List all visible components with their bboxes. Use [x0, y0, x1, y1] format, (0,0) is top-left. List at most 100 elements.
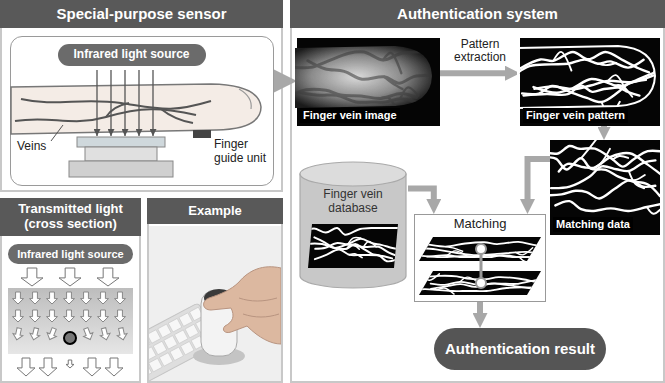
key: [158, 324, 172, 338]
flow-arrow: [274, 75, 285, 87]
light-arrow: [30, 310, 41, 322]
key: [132, 352, 146, 366]
finger-guide: [193, 130, 211, 138]
key: [170, 347, 184, 361]
finger-glow: [295, 46, 432, 108]
vein-line: [559, 153, 662, 175]
database-label: Finger vein database: [302, 188, 404, 216]
key: [126, 341, 140, 355]
vein-line: [613, 156, 628, 159]
light-arrow: [105, 358, 123, 376]
light-arrow: [64, 310, 75, 322]
panel: Transmitted light (cross section) Infrare…: [0, 198, 141, 383]
key: [159, 353, 173, 367]
vein-line: [595, 149, 610, 168]
vein-line: [551, 160, 655, 188]
light-arrow: [116, 327, 128, 341]
vein-shadow: [384, 77, 402, 89]
vein-line: [448, 251, 465, 255]
image-box: Finger vein image: [297, 38, 440, 126]
light-arrow: [81, 327, 95, 342]
vein-line: [608, 75, 626, 91]
panel-heading: Special-purpose sensor: [0, 0, 283, 28]
image-label: Matching data: [553, 217, 633, 232]
light-arrow: [47, 310, 58, 322]
vein-line: [303, 228, 402, 235]
light-arrow: [81, 292, 92, 304]
key: [149, 358, 163, 372]
key: [179, 313, 193, 327]
panel-outline: [291, 1, 664, 382]
database-cylinder: Finger vein database: [298, 160, 408, 290]
light-source-pill: Infrared light source: [8, 244, 133, 264]
vein-line: [315, 250, 392, 260]
finger: [11, 84, 261, 134]
light-ray: [138, 70, 139, 136]
matching-label: Matching: [415, 215, 545, 232]
vein-shadows: [292, 52, 431, 113]
panel-heading: Authentication system: [290, 0, 665, 28]
vein-line: [553, 52, 571, 71]
vein-shadow: [308, 61, 428, 83]
key: [137, 335, 151, 349]
light-arrow: [17, 358, 35, 376]
panel-outline: [148, 199, 282, 382]
vein-line: [519, 256, 536, 262]
light-arrow: [13, 292, 24, 304]
illustration: [298, 160, 408, 290]
result-pill: Authentication result: [434, 328, 606, 370]
vein-line: [546, 180, 655, 198]
part-label: Finger guide unit: [214, 138, 270, 166]
light-arrow: [99, 327, 112, 341]
panel: Example: [147, 198, 283, 383]
cylinder-body: [300, 174, 406, 288]
key: [185, 324, 199, 338]
match-point: [476, 244, 486, 254]
vein-line: [555, 201, 663, 211]
key: [168, 318, 182, 332]
pill-label: Infrared light source: [17, 248, 123, 260]
light-arrow: [30, 292, 41, 304]
light-arrow: [21, 268, 43, 286]
key: [164, 336, 178, 350]
key: [128, 370, 142, 383]
light-arrow: [59, 268, 81, 286]
finger-outline: [518, 46, 655, 108]
edge-label: Pattern extraction: [442, 38, 518, 66]
vein-line: [516, 248, 533, 255]
sensor-base: [69, 161, 173, 177]
key: [143, 347, 157, 361]
key: [181, 341, 195, 355]
vein-shadow: [293, 52, 431, 68]
light-arrow: [115, 292, 126, 304]
flow-arrow: [601, 126, 607, 134]
light-ray: [110, 70, 111, 136]
light-ray: [124, 70, 125, 136]
vein-line: [522, 80, 646, 102]
vein-line: [629, 171, 644, 188]
photo-ground: [149, 226, 281, 381]
light-arrow: [115, 310, 126, 322]
key: [153, 341, 167, 355]
vein-line: [581, 139, 596, 158]
key: [121, 358, 135, 372]
panel-outline: [1, 199, 140, 382]
illustration: [147, 198, 283, 383]
vein-section: [64, 332, 76, 344]
key: [115, 347, 129, 361]
result-label: Authentication result: [445, 341, 595, 358]
image-label: Finger vein pattern: [523, 108, 628, 123]
flow-arrow: [477, 302, 483, 321]
light-arrow: [98, 292, 109, 304]
light-arrow: [98, 310, 109, 322]
match-point: [476, 278, 486, 288]
light-arrow: [83, 358, 101, 376]
panel-outline: [1, 1, 282, 191]
light-source-pill: Infrared light source: [58, 44, 206, 66]
panel: Special-purpose sensorVeinsFinger guide …: [0, 0, 283, 192]
panel-heading: Transmitted light (cross section): [0, 198, 141, 236]
vein-shadow: [301, 93, 416, 103]
vein-pattern: [545, 139, 665, 214]
panel-heading: Example: [147, 198, 283, 224]
sensor-body: [85, 147, 157, 161]
